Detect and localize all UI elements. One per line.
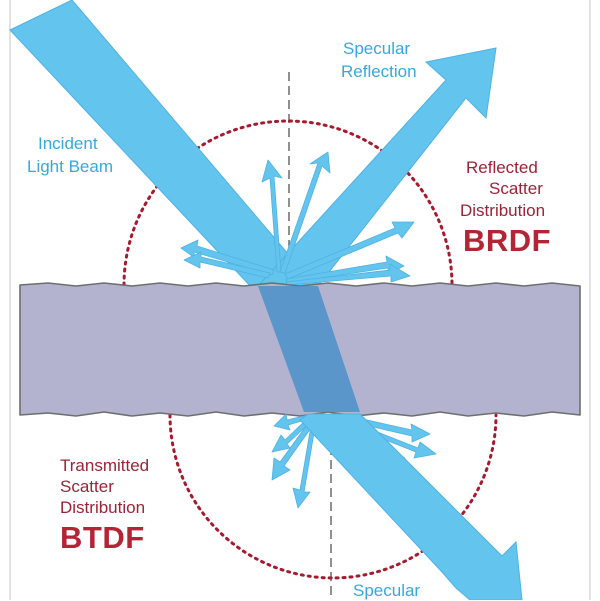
reflected-scatter-circle: [122, 119, 454, 287]
transmitted-scatter-label-line1: Transmitted: [60, 456, 150, 475]
transmitted-scatter-label-line2: Scatter: [60, 477, 114, 496]
specular-transmission-label: Specular: [353, 581, 421, 600]
brdf-label: BRDF: [463, 223, 552, 258]
reflected-scatter-arrows: [180, 151, 415, 286]
specular-transmission-beam: [299, 413, 523, 600]
specular-reflection-beam: [256, 47, 497, 287]
incident-label-line2: Light Beam: [27, 157, 113, 176]
reflected-scatter-label-line2: Scatter: [489, 179, 543, 198]
transmitted-scatter-label-line3: Distribution: [60, 498, 146, 517]
transmitted-scatter-circle: [168, 413, 498, 580]
reflected-scatter-label-line1: Reflected: [466, 158, 538, 177]
btdf-label: BTDF: [60, 520, 145, 555]
specular-reflection-label-line1: Specular: [343, 39, 411, 58]
specular-reflection-label-line2: Reflection: [341, 62, 417, 81]
incident-label-line1: Incident: [38, 134, 98, 153]
reflected-scatter-label-line3: Distribution: [460, 201, 546, 220]
refracted-beam: [258, 286, 360, 412]
